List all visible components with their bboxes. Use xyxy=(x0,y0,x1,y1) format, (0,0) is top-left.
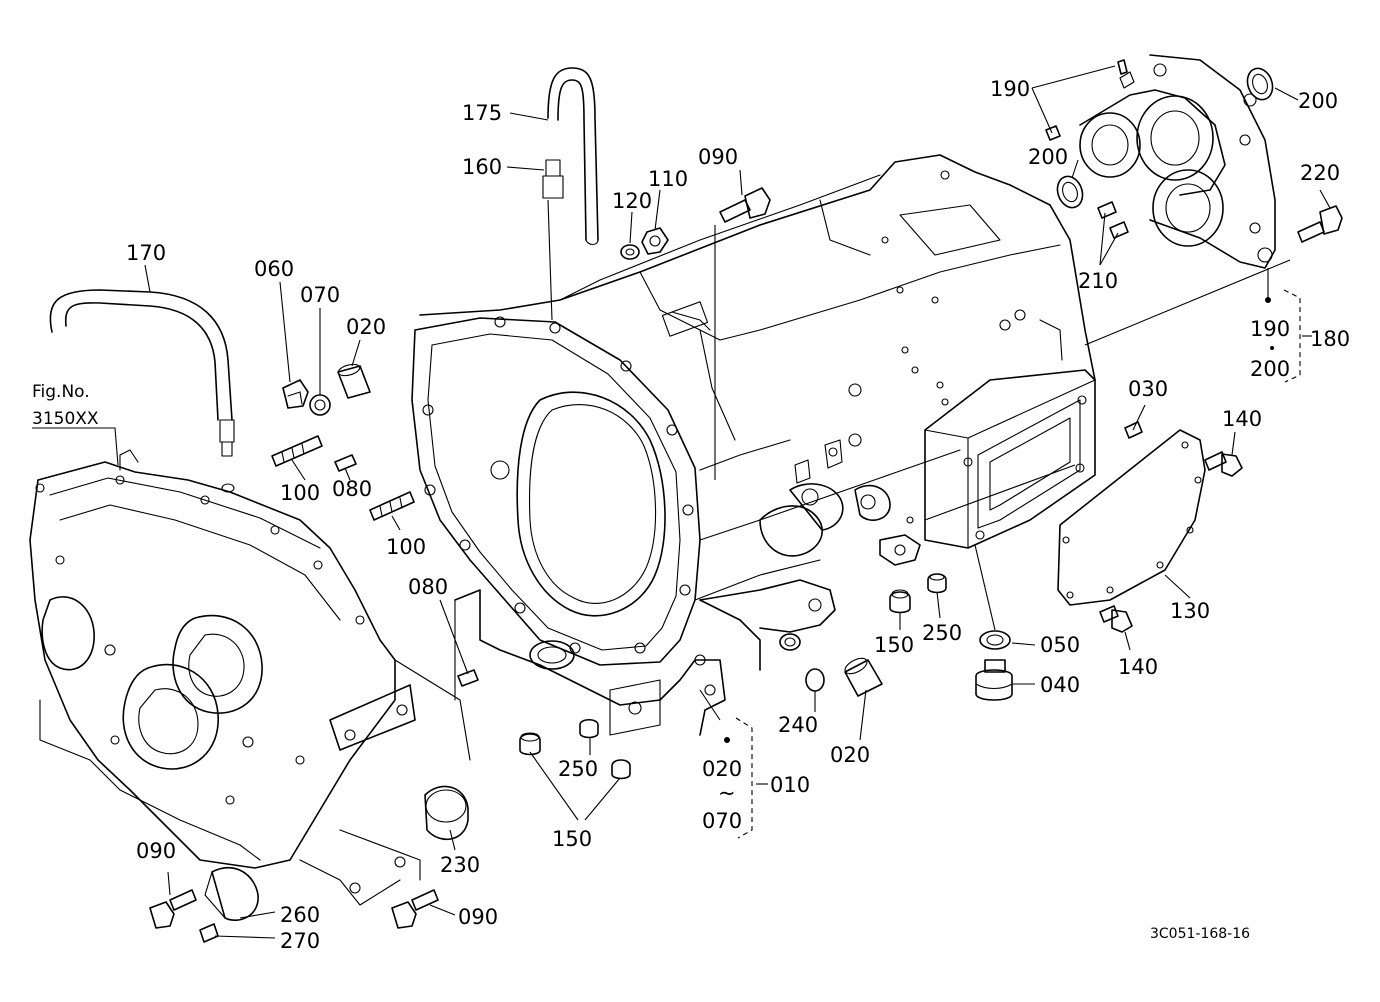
callout-175: 175 xyxy=(462,101,502,125)
washer-110 xyxy=(641,227,669,255)
plug-250-right xyxy=(927,573,947,594)
group-180-label: 180 xyxy=(1310,327,1350,351)
callout-210: 210 xyxy=(1078,269,1118,293)
figure-ref-number: 3150XX xyxy=(32,409,99,429)
callout-080-upper: 080 xyxy=(332,477,372,501)
bolt-220 xyxy=(1297,205,1343,243)
callout-140-lower: 140 xyxy=(1118,655,1158,679)
plug-060 xyxy=(282,379,309,409)
group-010-to: 070 xyxy=(702,809,742,833)
callout-020-top: 020 xyxy=(346,315,386,339)
oring-050 xyxy=(979,630,1011,650)
plug-190-small xyxy=(1045,125,1061,141)
group-bracket-010 xyxy=(724,717,768,839)
callout-090-bottom: 090 xyxy=(458,905,498,929)
fitting-160 xyxy=(542,159,564,199)
callout-250-left: 250 xyxy=(558,757,598,781)
ring-near-240 xyxy=(779,633,801,651)
bolt-090-bottom xyxy=(391,889,439,929)
callout-110: 110 xyxy=(648,167,688,191)
callout-150-right: 150 xyxy=(874,633,914,657)
drawing-number: 3C051-168-16 xyxy=(1150,926,1250,942)
group-010-label: 010 xyxy=(770,773,810,797)
bolt-140-lower xyxy=(1099,605,1133,633)
pin-080-lower xyxy=(457,669,479,687)
pins-210 xyxy=(1097,201,1129,239)
callout-040: 040 xyxy=(1040,673,1080,697)
front-housing xyxy=(29,449,396,869)
plug-270 xyxy=(199,923,219,943)
callout-250-right: 250 xyxy=(922,621,962,645)
callout-120: 120 xyxy=(612,189,652,213)
callout-220: 220 xyxy=(1300,161,1340,185)
callout-230: 230 xyxy=(440,853,480,877)
group-180-bottom: 200 xyxy=(1250,357,1290,381)
bushing-020-top xyxy=(337,363,371,399)
callout-130: 130 xyxy=(1170,599,1210,623)
plug-150-right xyxy=(889,589,911,614)
leader-lines xyxy=(85,65,1331,939)
plug-150-left xyxy=(519,732,541,756)
callout-030: 030 xyxy=(1128,377,1168,401)
callout-240: 240 xyxy=(778,713,818,737)
plug-240 xyxy=(805,668,825,692)
group-010-from: 020 xyxy=(702,757,742,781)
washer-120 xyxy=(620,244,640,260)
transmission-case xyxy=(299,154,1096,906)
cover-260 xyxy=(204,866,259,921)
oring-070 xyxy=(309,394,331,416)
callout-050: 050 xyxy=(1040,633,1080,657)
callout-060: 060 xyxy=(254,257,294,281)
group-010-tilde: ~ xyxy=(718,781,736,805)
callout-020-lower: 020 xyxy=(830,743,870,767)
callout-270: 270 xyxy=(280,929,320,953)
bushing-020-lower xyxy=(844,657,883,697)
group-180-top: 190 xyxy=(1250,317,1290,341)
pin-080-upper xyxy=(334,454,357,472)
rear-cover-assembly xyxy=(1079,54,1276,269)
callout-200-top: 200 xyxy=(1298,89,1338,113)
plug-040 xyxy=(975,659,1013,701)
callout-100-upper: 100 xyxy=(280,481,320,505)
callout-090-left: 090 xyxy=(136,839,176,863)
plug-150-mid xyxy=(611,759,631,780)
bolt-090-top xyxy=(719,187,771,223)
callout-090-top: 090 xyxy=(698,145,738,169)
seal-200-top xyxy=(1246,67,1274,101)
bolt-090-left xyxy=(149,889,197,929)
callout-200-mid: 200 xyxy=(1028,145,1068,169)
stud-100-upper xyxy=(271,435,323,467)
seal-200-mid xyxy=(1056,175,1084,209)
cap-230 xyxy=(424,785,469,841)
bolt-140-upper xyxy=(1204,451,1243,477)
pipe-170 xyxy=(49,289,235,457)
cover-plate-130 xyxy=(1057,429,1206,606)
pipe-175 xyxy=(547,67,599,246)
group-bracket-180 xyxy=(1265,289,1312,383)
callout-160: 160 xyxy=(462,155,502,179)
callout-190-top: 190 xyxy=(990,77,1030,101)
pin-030 xyxy=(1124,421,1143,439)
plug-250-left xyxy=(579,718,599,739)
callout-260: 260 xyxy=(280,903,320,927)
callout-170: 170 xyxy=(126,241,166,265)
callout-150-left: 150 xyxy=(552,827,592,851)
callout-070: 070 xyxy=(300,283,340,307)
callout-100-lower: 100 xyxy=(386,535,426,559)
callout-080-lower: 080 xyxy=(408,575,448,599)
callout-140-upper: 140 xyxy=(1222,407,1262,431)
stud-100-lower xyxy=(369,491,415,521)
figure-ref-label: Fig.No. xyxy=(32,382,90,402)
